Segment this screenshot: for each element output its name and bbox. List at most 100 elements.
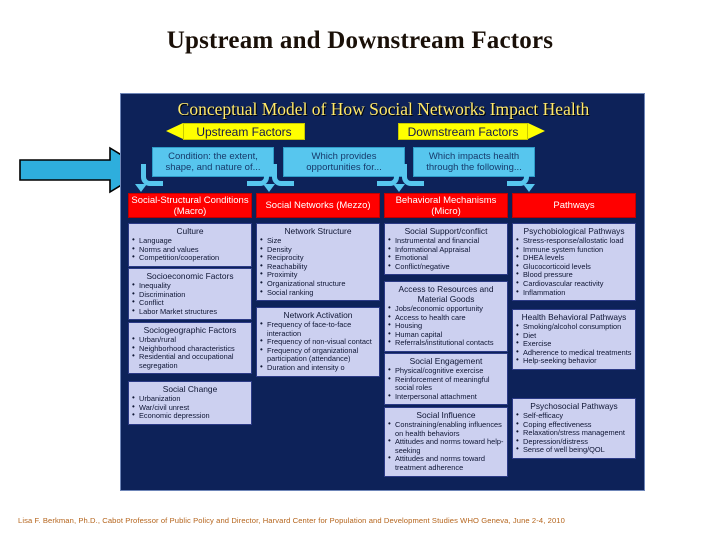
- panel-psychosocial-pathways: Psychosocial Pathways Self-efficacyCopin…: [512, 398, 636, 459]
- hook-tip-2: [263, 184, 275, 192]
- panel-social-influence-heading: Social Influence: [416, 410, 476, 420]
- slide-canvas: Conceptual Model of How Social Networks …: [120, 93, 645, 491]
- list-item: Emotional: [388, 253, 504, 263]
- panel-culture-heading: Culture: [176, 226, 204, 236]
- panel-psychobiological-pathways-heading: Psychobiological Pathways: [523, 226, 625, 236]
- panel-network-structure-list: SizeDensityReciprocityReachabilityProxim…: [260, 236, 376, 297]
- list-item: Self-efficacy: [516, 411, 632, 421]
- list-item: Constraining/enabling influences on heal…: [388, 420, 504, 438]
- list-item: Adherence to medical treatments: [516, 348, 632, 358]
- list-item: Size: [260, 236, 376, 246]
- list-item: Frequency of organizational participatio…: [260, 346, 376, 364]
- panel-access-to-resources-heading: Access to Resources and Material Goods: [398, 284, 494, 304]
- list-item: War/civil unrest: [132, 403, 248, 413]
- panel-network-structure: Network Structure SizeDensityReciprocity…: [256, 223, 380, 302]
- panel-social-change-heading: Social Change: [162, 384, 218, 394]
- hook-connector-left-3: [402, 164, 424, 186]
- callout-impacts-label: Which impacts health through the followi…: [426, 150, 522, 174]
- panel-social-support-conflict: Social Support/conflict Instrumental and…: [384, 223, 508, 276]
- list-item: Conflict: [132, 298, 248, 308]
- list-item: Reachability: [260, 262, 376, 272]
- list-item: Sense of well being/QOL: [516, 445, 632, 455]
- panel-social-support-conflict-list: Instrumental and financialInformational …: [388, 236, 504, 271]
- list-item: Economic depression: [132, 411, 248, 421]
- panel-access-to-resources: Access to Resources and Material Goods J…: [384, 281, 508, 352]
- panel-psychosocial-pathways-heading: Psychosocial Pathways: [530, 401, 618, 411]
- list-item: Jobs/economic opportunity: [388, 304, 504, 314]
- panel-network-structure-heading: Network Structure: [284, 226, 352, 236]
- panel-psychobiological-pathways: Psychobiological Pathways Stress-respons…: [512, 223, 636, 302]
- banner-downstream-label: Downstream Factors: [407, 124, 519, 139]
- list-item: DHEA levels: [516, 253, 632, 263]
- column-header-social-networks-label: Social Networks (Mezzo): [265, 200, 371, 211]
- panel-socioeconomic-factors-list: InequalityDiscriminationConflictLabor Ma…: [132, 281, 248, 317]
- list-item: Interpersonal attachment: [388, 392, 504, 402]
- list-item: Norms and values: [132, 245, 248, 255]
- panel-psychobiological-pathways-list: Stress-response/allostatic loadImmune sy…: [516, 236, 632, 297]
- list-item: Referrals/institutional contacts: [388, 338, 504, 348]
- list-item: Exercise: [516, 339, 632, 349]
- banner-upstream: Upstream Factors: [183, 123, 305, 140]
- list-item: Help-seeking behavior: [516, 356, 632, 366]
- callout-provides-label: Which provides opportunities for...: [306, 150, 382, 174]
- column-header-social-structural: Social-Structural Conditions (Macro): [128, 193, 252, 218]
- list-item: Labor Market structures: [132, 307, 248, 317]
- list-item: Discrimination: [132, 290, 248, 300]
- hook-connector-left-1: [141, 164, 163, 186]
- list-item: Informational Appraisal: [388, 245, 504, 255]
- list-item: Cardiovascular reactivity: [516, 279, 632, 289]
- list-item: Organizational structure: [260, 279, 376, 289]
- callout-condition: Condition: the extent, shape, and nature…: [152, 147, 274, 177]
- list-item: Language: [132, 236, 248, 246]
- list-item: Attitudes and norms toward help-seeking: [388, 437, 504, 455]
- source-caption: Lisa F. Berkman, Ph.D., Cabot Professor …: [18, 516, 565, 525]
- panel-sociogeographic-factors-list: Urban/ruralNeighborhood characteristicsR…: [132, 335, 248, 370]
- panel-social-engagement-list: Physical/cognitive exerciseReinforcement…: [388, 366, 504, 402]
- panel-social-engagement-heading: Social Engagement: [409, 356, 483, 366]
- panel-network-activation-heading: Network Activation: [283, 310, 353, 320]
- list-item: Inequality: [132, 281, 248, 291]
- hook-connector-3: [507, 164, 529, 186]
- list-item: Physical/cognitive exercise: [388, 366, 504, 376]
- panel-culture-list: LanguageNorms and valuesCompetition/coop…: [132, 236, 248, 263]
- list-item: Attitudes and norms toward treatment adh…: [388, 454, 504, 472]
- banner-upstream-label: Upstream Factors: [196, 124, 292, 139]
- list-item: Frequency of non-visual contact: [260, 337, 376, 347]
- list-item: Competition/cooperation: [132, 253, 248, 263]
- panel-access-to-resources-list: Jobs/economic opportunityAccess to healt…: [388, 304, 504, 348]
- hook-connector-1: [247, 164, 269, 186]
- list-item: Urban/rural: [132, 335, 248, 345]
- list-item: Relaxation/stress management: [516, 428, 632, 438]
- panel-sociogeographic-factors-heading: Sociogeographic Factors: [143, 325, 237, 335]
- list-item: Diet: [516, 331, 632, 341]
- hook-tip-3: [393, 184, 405, 192]
- column-header-behavioral-mechanisms: Behavioral Mechanisms (Micro): [384, 193, 508, 218]
- list-item: Duration and intensity o: [260, 363, 376, 373]
- list-item: Proximity: [260, 270, 376, 280]
- panel-network-activation-list: Frequency of face-to-face interactionFre…: [260, 320, 376, 373]
- list-item: Reciprocity: [260, 253, 376, 263]
- list-item: Stress-response/allostatic load: [516, 236, 632, 246]
- panel-socioeconomic-factors: Socioeconomic Factors InequalityDiscrimi…: [128, 268, 252, 321]
- list-item: Glucocorticoid levels: [516, 262, 632, 272]
- list-item: Access to health care: [388, 313, 504, 323]
- panel-psychosocial-pathways-list: Self-efficacyCoping effectivenessRelaxat…: [516, 411, 632, 455]
- panel-social-change-list: UrbanizationWar/civil unrestEconomic dep…: [132, 394, 248, 421]
- hook-tip-4: [523, 184, 535, 192]
- column-header-social-networks: Social Networks (Mezzo): [256, 193, 380, 218]
- list-item: Human capital: [388, 330, 504, 340]
- panel-social-influence-list: Constraining/enabling influences on heal…: [388, 420, 504, 473]
- list-item: Reinforcement of meaningful social roles: [388, 375, 504, 393]
- panel-social-influence: Social Influence Constraining/enabling i…: [384, 407, 508, 477]
- column-header-social-structural-label: Social-Structural Conditions (Macro): [131, 194, 249, 217]
- banner-downstream: Downstream Factors: [398, 123, 528, 140]
- panel-social-change: Social Change UrbanizationWar/civil unre…: [128, 381, 252, 425]
- panel-social-support-conflict-heading: Social Support/conflict: [404, 226, 488, 236]
- page-title: Upstream and Downstream Factors: [166, 27, 554, 54]
- panel-social-engagement: Social Engagement Physical/cognitive exe…: [384, 353, 508, 406]
- callout-condition-label: Condition: the extent, shape, and nature…: [165, 150, 261, 174]
- downstream-arrow-icon: [528, 123, 545, 139]
- list-item: Residential and occupational segregation: [132, 352, 248, 370]
- list-item: Density: [260, 245, 376, 255]
- column-header-behavioral-mechanisms-label: Behavioral Mechanisms (Micro): [395, 194, 497, 217]
